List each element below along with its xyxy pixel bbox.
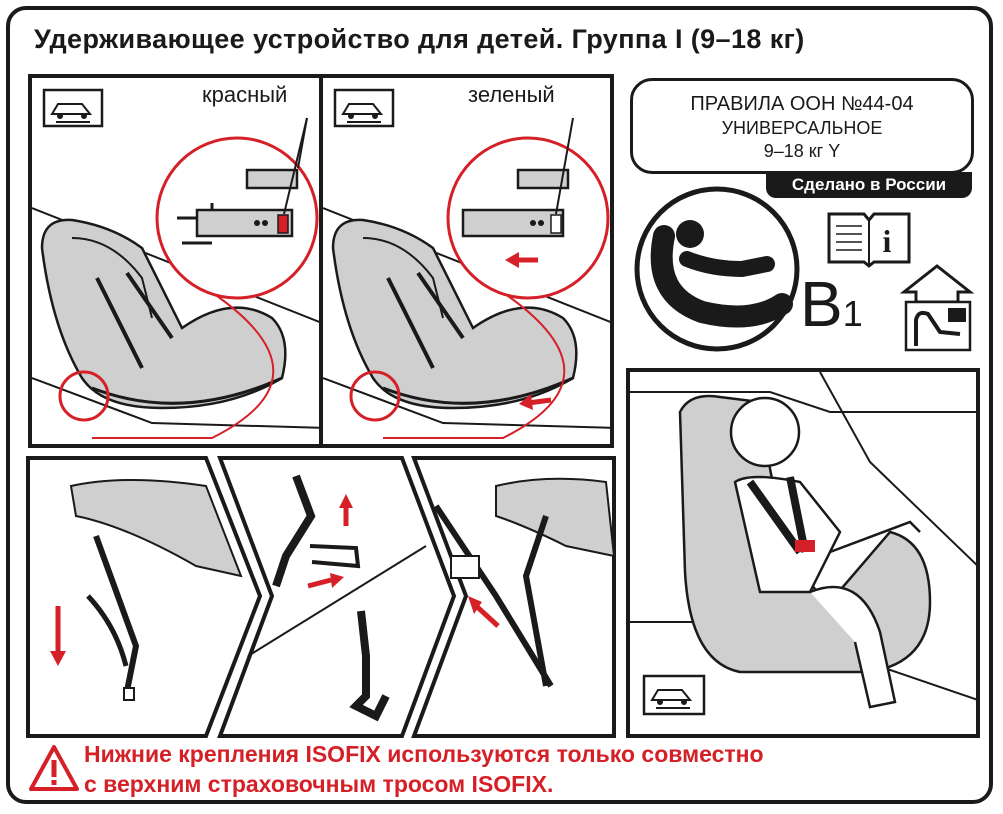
child-in-seat-illustration: [630, 372, 976, 716]
isofix-seat-icon: [634, 186, 800, 352]
step-panel-tether-hook: [217, 456, 457, 738]
step-panel-child-secured: [626, 368, 980, 738]
instruction-manual-icon: i: [827, 212, 911, 268]
approval-category: УНИВЕРСАЛЬНОЕ: [721, 118, 883, 138]
class-index: 1: [842, 293, 863, 334]
regulation-number: ПРАВИЛА ООН №44-04: [690, 93, 914, 115]
isofix-latched-illustration: [323, 88, 610, 439]
seat-class-code: B1: [800, 272, 863, 336]
isofix-unlatched-illustration: [32, 88, 319, 439]
car-icon: [333, 88, 395, 128]
indicator-label-red: красный: [202, 82, 288, 107]
warning-line-2: с верхним страховочным тросом ISOFIX.: [84, 771, 554, 797]
warning-triangle-icon: [29, 745, 79, 791]
indicator-label-green: зеленый: [468, 82, 555, 107]
step-panel-isofix-unlatched: красный: [28, 74, 323, 448]
mass-group: 9–18 кг Y: [763, 141, 841, 161]
step-panel-isofix-latched: зеленый: [319, 74, 614, 448]
warning-line-1: Нижние крепления ISOFIX используются тол…: [84, 741, 764, 767]
isofix-warning-text: Нижние крепления ISOFIX используются тол…: [84, 739, 764, 799]
page-title: Удерживающее устройство для детей. Групп…: [34, 24, 805, 54]
svg-text:i: i: [883, 223, 892, 259]
storage-location-icon: [900, 264, 975, 352]
step-panel-tether-pull: [26, 456, 263, 738]
car-icon: [42, 88, 104, 128]
top-tether-steps-illustration: [26, 456, 616, 738]
car-icon: [642, 674, 706, 716]
page-frame: [6, 6, 993, 804]
class-letter: B: [800, 268, 843, 340]
made-in-russia-badge: Сделано в России: [766, 172, 972, 198]
certification-label: ПРАВИЛА ООН №44-04 УНИВЕРСАЛЬНОЕ 9–18 кг…: [630, 78, 974, 174]
